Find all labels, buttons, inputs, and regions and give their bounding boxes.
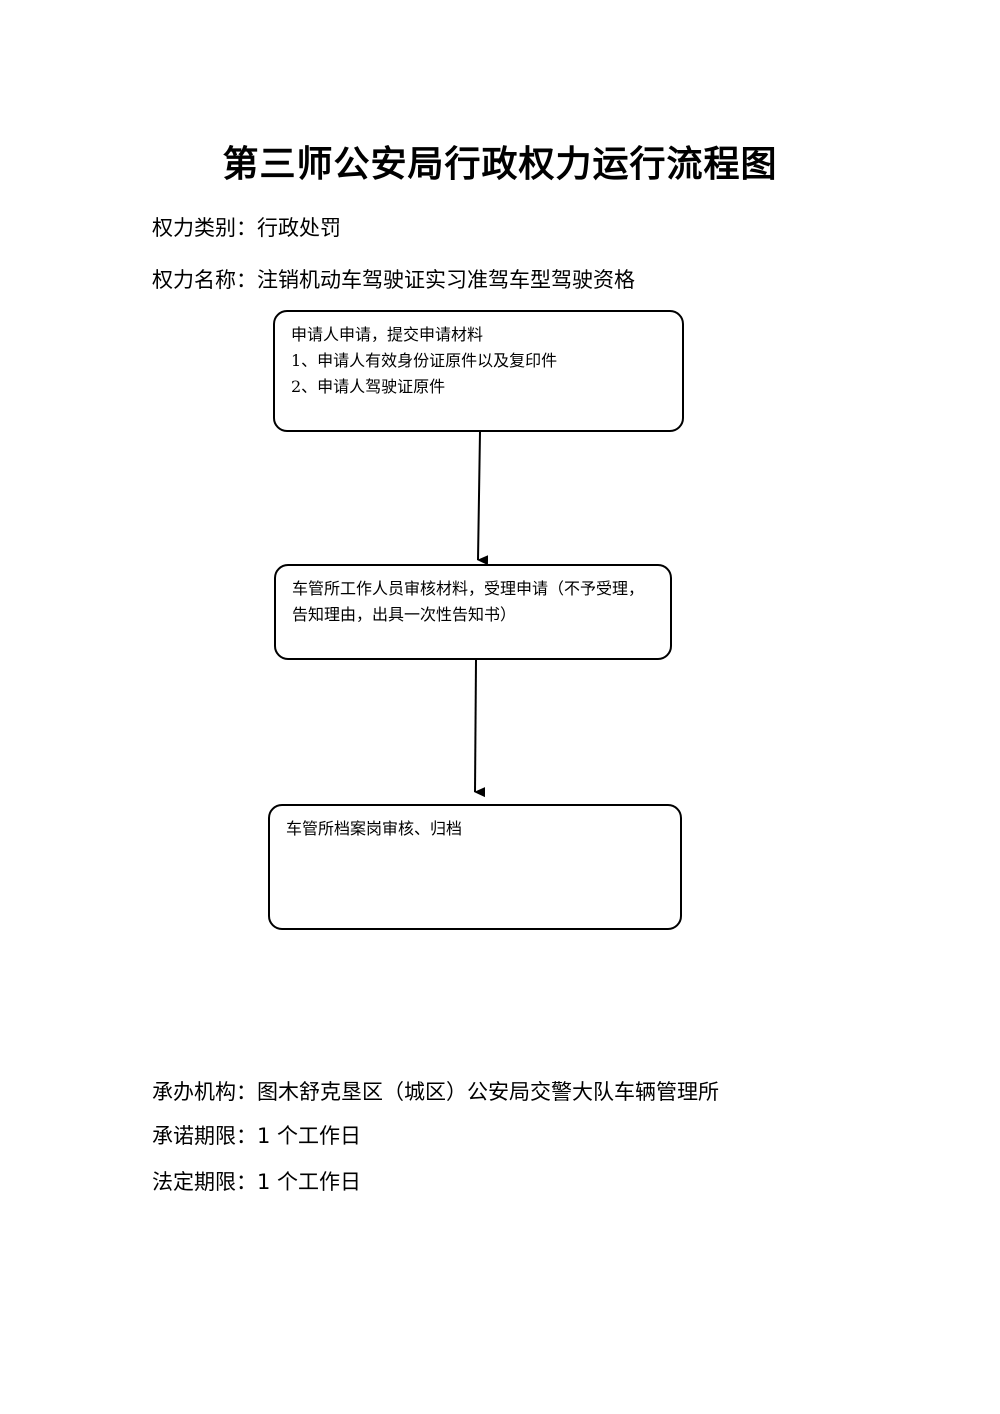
power-name: 权力名称：注销机动车驾驶证实习准驾车型驾驶资格 <box>152 264 635 294</box>
flow-step-apply-heading: 申请人申请，提交申请材料 <box>291 325 484 344</box>
promised-period-value: 1 个工作日 <box>257 1124 362 1148</box>
handling-agency: 承办机构：图木舒克垦区（城区）公安局交警大队车辆管理所 <box>152 1076 719 1106</box>
handling-agency-value: 图木舒克垦区（城区）公安局交警大队车辆管理所 <box>257 1080 719 1104</box>
flow-step-apply-item-1: 1、申请人有效身份证原件以及复印件 <box>291 351 558 370</box>
flow-step-archive-text: 车管所档案岗审核、归档 <box>286 819 463 838</box>
promised-period: 承诺期限：1 个工作日 <box>152 1120 361 1150</box>
arrow-step2-to-step3 <box>474 659 486 798</box>
power-category-label: 权力类别： <box>152 216 257 240</box>
power-name-label: 权力名称： <box>152 268 257 292</box>
flow-step-review: 车管所工作人员审核材料，受理申请（不予受理，告知理由，出具一次性告知书） <box>274 564 672 660</box>
flow-step-archive: 车管所档案岗审核、归档 <box>268 804 682 930</box>
legal-period-value: 1 个工作日 <box>257 1170 362 1194</box>
legal-period-label: 法定期限： <box>152 1170 257 1194</box>
flow-step-review-text: 车管所工作人员审核材料，受理申请（不予受理，告知理由，出具一次性告知书） <box>292 579 645 624</box>
power-category-value: 行政处罚 <box>257 216 341 240</box>
handling-agency-label: 承办机构： <box>152 1080 257 1104</box>
flow-step-apply: 申请人申请，提交申请材料 1、申请人有效身份证原件以及复印件 2、申请人驾驶证原… <box>273 310 684 432</box>
power-name-value: 注销机动车驾驶证实习准驾车型驾驶资格 <box>257 268 635 292</box>
power-category: 权力类别：行政处罚 <box>152 212 341 242</box>
promised-period-label: 承诺期限： <box>152 1124 257 1148</box>
flow-step-apply-item-2: 2、申请人驾驶证原件 <box>291 377 446 396</box>
legal-period: 法定期限：1 个工作日 <box>152 1166 361 1196</box>
page-title: 第三师公安局行政权力运行流程图 <box>222 143 778 185</box>
arrow-step1-to-step2 <box>477 431 489 566</box>
